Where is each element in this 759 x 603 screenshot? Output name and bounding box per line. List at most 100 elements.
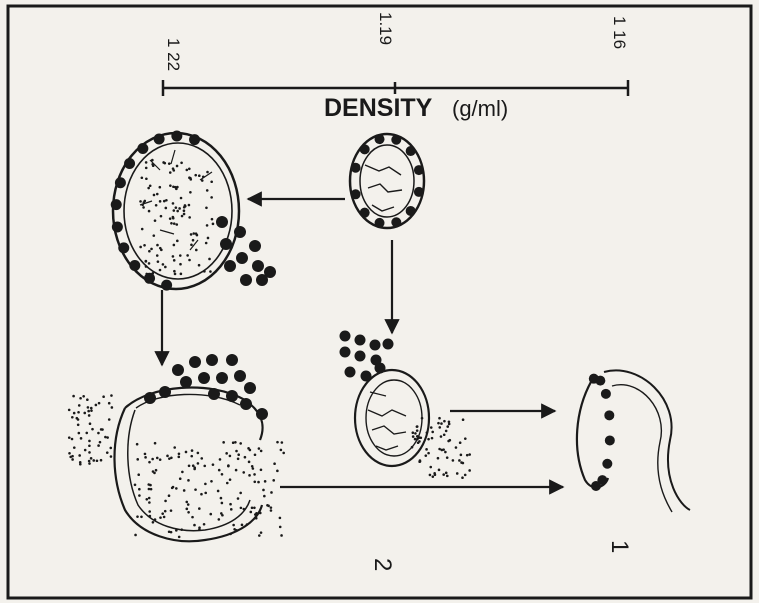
stipple-dot	[185, 501, 188, 504]
stipple-dot	[209, 270, 212, 273]
stipple-dot	[240, 507, 243, 510]
stipple-dot	[272, 479, 275, 482]
stipple-dot	[186, 169, 189, 172]
stipple-dot	[145, 498, 148, 501]
stipple-dot	[279, 517, 282, 520]
stipple-dot	[253, 506, 256, 509]
stipple-dot	[210, 180, 213, 183]
stipple-dot	[440, 422, 443, 425]
stipple-dot	[280, 449, 283, 452]
stipple-dot	[192, 232, 195, 235]
stipple-dot	[138, 494, 141, 497]
stipple-dot	[417, 441, 420, 444]
stipple-dot	[176, 210, 179, 213]
stipple-dot	[190, 455, 193, 458]
particle-dot	[216, 216, 228, 228]
stipple-dot	[279, 526, 282, 529]
stipple-dot	[468, 469, 471, 472]
particle-dot	[244, 382, 256, 394]
stipple-dot	[72, 395, 75, 398]
axis-tick-label-3: 1 16	[610, 16, 629, 49]
particle-dot	[144, 392, 156, 404]
stipple-dot	[73, 412, 76, 415]
stipple-dot	[97, 432, 100, 435]
stipple-dot	[178, 207, 181, 210]
stipple-dot	[281, 441, 284, 444]
stipple-dot	[148, 488, 151, 491]
stipple-dot	[142, 206, 145, 209]
stipple-dot	[448, 423, 451, 426]
stipple-dot	[165, 207, 168, 210]
stipple-dot	[175, 223, 178, 226]
stipple-dot	[170, 509, 173, 512]
stipple-dot	[173, 259, 176, 262]
stipple-dot	[138, 488, 141, 491]
stipple-dot	[172, 255, 175, 258]
stipple-dot	[198, 174, 201, 177]
stipple-dot	[412, 435, 415, 438]
particle-dot	[414, 187, 424, 197]
axis-tick-label-1: 1 22	[164, 38, 183, 71]
stipple-dot	[446, 456, 449, 459]
stipple-dot	[252, 467, 255, 470]
stipple-dot	[90, 407, 93, 410]
stipple-dot	[461, 476, 464, 479]
particle-dot	[391, 135, 401, 145]
stipple-dot	[270, 506, 273, 509]
panel-label-2: 2	[369, 558, 396, 571]
particle-dot	[252, 260, 264, 272]
stipple-dot	[205, 242, 208, 245]
panel-label-1: 1	[606, 540, 633, 553]
stipple-dot	[417, 436, 420, 439]
stipple-dot	[163, 200, 166, 203]
stipple-dot	[145, 167, 148, 170]
stipple-dot	[82, 395, 85, 398]
stipple-dot	[273, 462, 276, 465]
stipple-dot	[254, 453, 257, 456]
stipple-dot	[442, 473, 445, 476]
particle-dot	[208, 388, 220, 400]
stipple-dot	[173, 270, 176, 273]
stipple-dot	[136, 458, 139, 461]
stipple-dot	[141, 176, 144, 179]
stipple-dot	[188, 216, 191, 219]
stipple-dot	[253, 480, 256, 483]
stipple-dot	[280, 534, 283, 537]
stipple-dot	[172, 167, 175, 170]
stipple-dot	[220, 512, 223, 515]
stipple-dot	[232, 441, 235, 444]
stipple-dot	[151, 272, 154, 275]
stipple-dot	[104, 436, 107, 439]
stipple-dot	[136, 515, 139, 518]
stipple-dot	[106, 451, 109, 454]
particle-dot	[383, 339, 394, 350]
stipple-dot	[438, 426, 441, 429]
axis-unit: (g/ml)	[452, 96, 508, 121]
stipple-dot	[197, 462, 200, 465]
stipple-dot	[141, 228, 144, 231]
stipple-dot	[151, 163, 154, 166]
stipple-dot	[170, 222, 173, 225]
stipple-dot	[156, 244, 159, 247]
particle-dot	[375, 134, 385, 144]
stipple-dot	[412, 431, 415, 434]
stipple-dot	[466, 454, 469, 457]
stipple-dot	[446, 475, 449, 478]
stipple-dot	[180, 528, 183, 531]
stipple-dot	[83, 412, 86, 415]
stipple-dot	[229, 533, 232, 536]
stipple-dot	[246, 523, 249, 526]
stipple-dot	[159, 269, 162, 272]
stipple-dot	[164, 510, 167, 513]
stipple-dot	[139, 246, 142, 249]
stipple-dot	[88, 462, 91, 465]
stipple-dot	[460, 454, 463, 457]
stipple-dot	[151, 159, 154, 162]
axis-title: DENSITY	[324, 94, 433, 122]
stipple-dot	[154, 518, 157, 521]
particle-dot	[137, 143, 148, 154]
stipple-dot	[179, 477, 182, 480]
stipple-dot	[207, 237, 210, 240]
stipple-dot	[190, 243, 193, 246]
stipple-dot	[175, 206, 178, 209]
